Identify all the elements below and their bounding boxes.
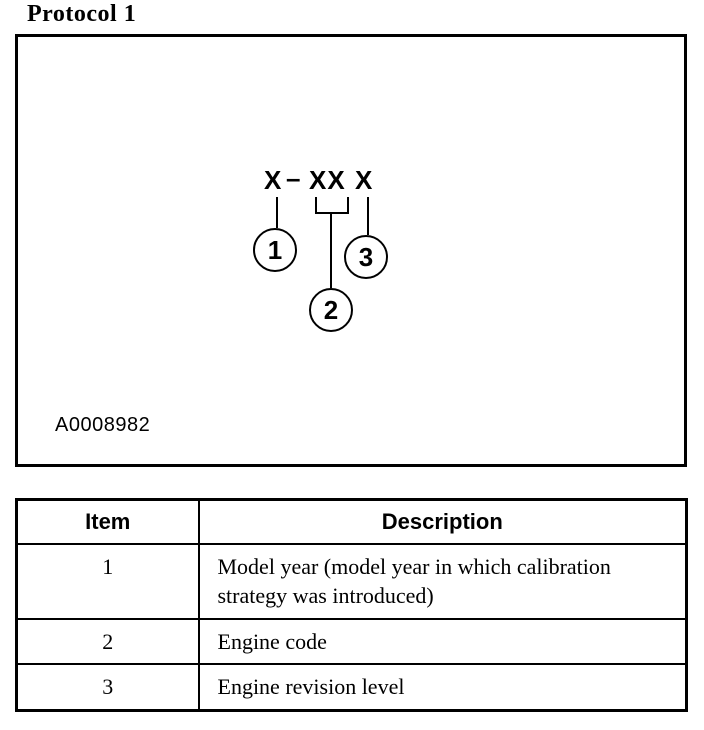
code-char-model-year: X xyxy=(264,165,283,195)
callout-3-leader-line xyxy=(367,197,369,235)
table-row: 2 Engine code xyxy=(15,617,688,665)
figure-box: X – XX X 1 2 3 A0008982 xyxy=(15,34,687,467)
callout-circle-3: 3 xyxy=(344,235,388,279)
column-header-description: Description xyxy=(197,498,688,545)
table-header-row: Item Description xyxy=(15,498,688,545)
table-row: 3 Engine revision level xyxy=(15,662,688,712)
callout-3-number: 3 xyxy=(358,242,374,272)
callout-1-leader-line xyxy=(276,197,278,228)
item-number-cell: 1 xyxy=(15,542,200,620)
callout-2-number: 2 xyxy=(323,295,339,325)
callout-2-bracket-bottom xyxy=(315,212,349,214)
column-header-item: Item xyxy=(15,498,200,545)
description-text: Engine code xyxy=(217,628,327,654)
code-chars-engine-code: XX xyxy=(309,165,346,195)
item-number-cell: 3 xyxy=(15,662,200,712)
figure-id-label: A0008982 xyxy=(55,414,151,436)
callout-2-bracket-left xyxy=(315,197,317,214)
code-char-revision-level: X xyxy=(355,165,374,195)
table-row: 1 Model year (model year in which calibr… xyxy=(15,542,688,620)
description-cell: Engine code xyxy=(197,617,688,665)
description-text: Engine revision level xyxy=(217,673,405,699)
description-cell: Engine revision level xyxy=(197,662,688,712)
callout-1-number: 1 xyxy=(267,235,283,265)
description-cell: Model year (model year in which calibrat… xyxy=(197,542,688,620)
callout-2-bracket-right xyxy=(347,197,349,214)
callout-2-leader-line xyxy=(330,214,332,288)
description-text: Model year (model year in which calibrat… xyxy=(217,553,611,608)
item-description-table: Item Description 1 Model year (model yea… xyxy=(15,498,688,712)
page-title: Protocol 1 xyxy=(27,1,137,27)
callout-circle-1: 1 xyxy=(253,228,297,272)
callout-circle-2: 2 xyxy=(309,288,353,332)
code-dash: – xyxy=(286,163,302,193)
item-number-cell: 2 xyxy=(15,617,200,665)
